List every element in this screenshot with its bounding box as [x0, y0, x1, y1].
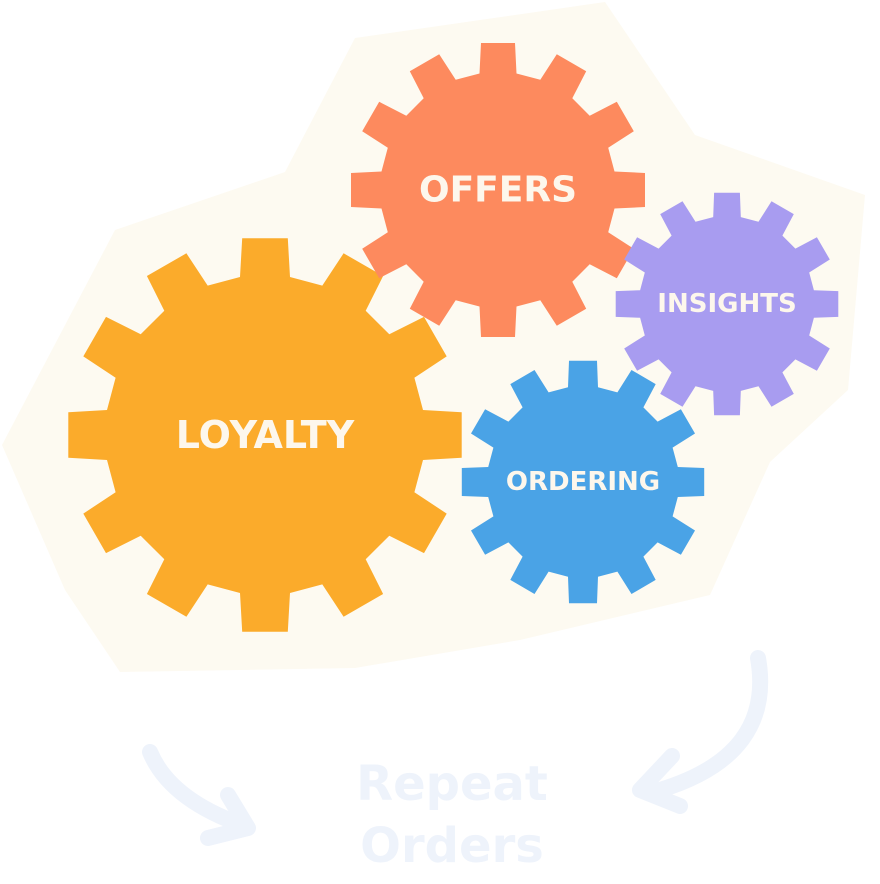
- offers-gear: [351, 43, 645, 337]
- outcome-line1: Repeat: [356, 756, 548, 812]
- ordering-gear: [461, 360, 705, 604]
- outcome-line2: Orders: [360, 818, 544, 874]
- loyalty-label: LOYALTY: [176, 413, 355, 457]
- left-curved-arrow-icon: [142, 744, 256, 846]
- insights-gear: [615, 192, 839, 416]
- offers-label: OFFERS: [419, 170, 577, 211]
- right-curved-arrow-icon: [632, 650, 769, 814]
- ordering-label: ORDERING: [506, 467, 660, 497]
- loyalty-gear: [68, 238, 462, 632]
- insights-label: INSIGHTS: [657, 289, 796, 319]
